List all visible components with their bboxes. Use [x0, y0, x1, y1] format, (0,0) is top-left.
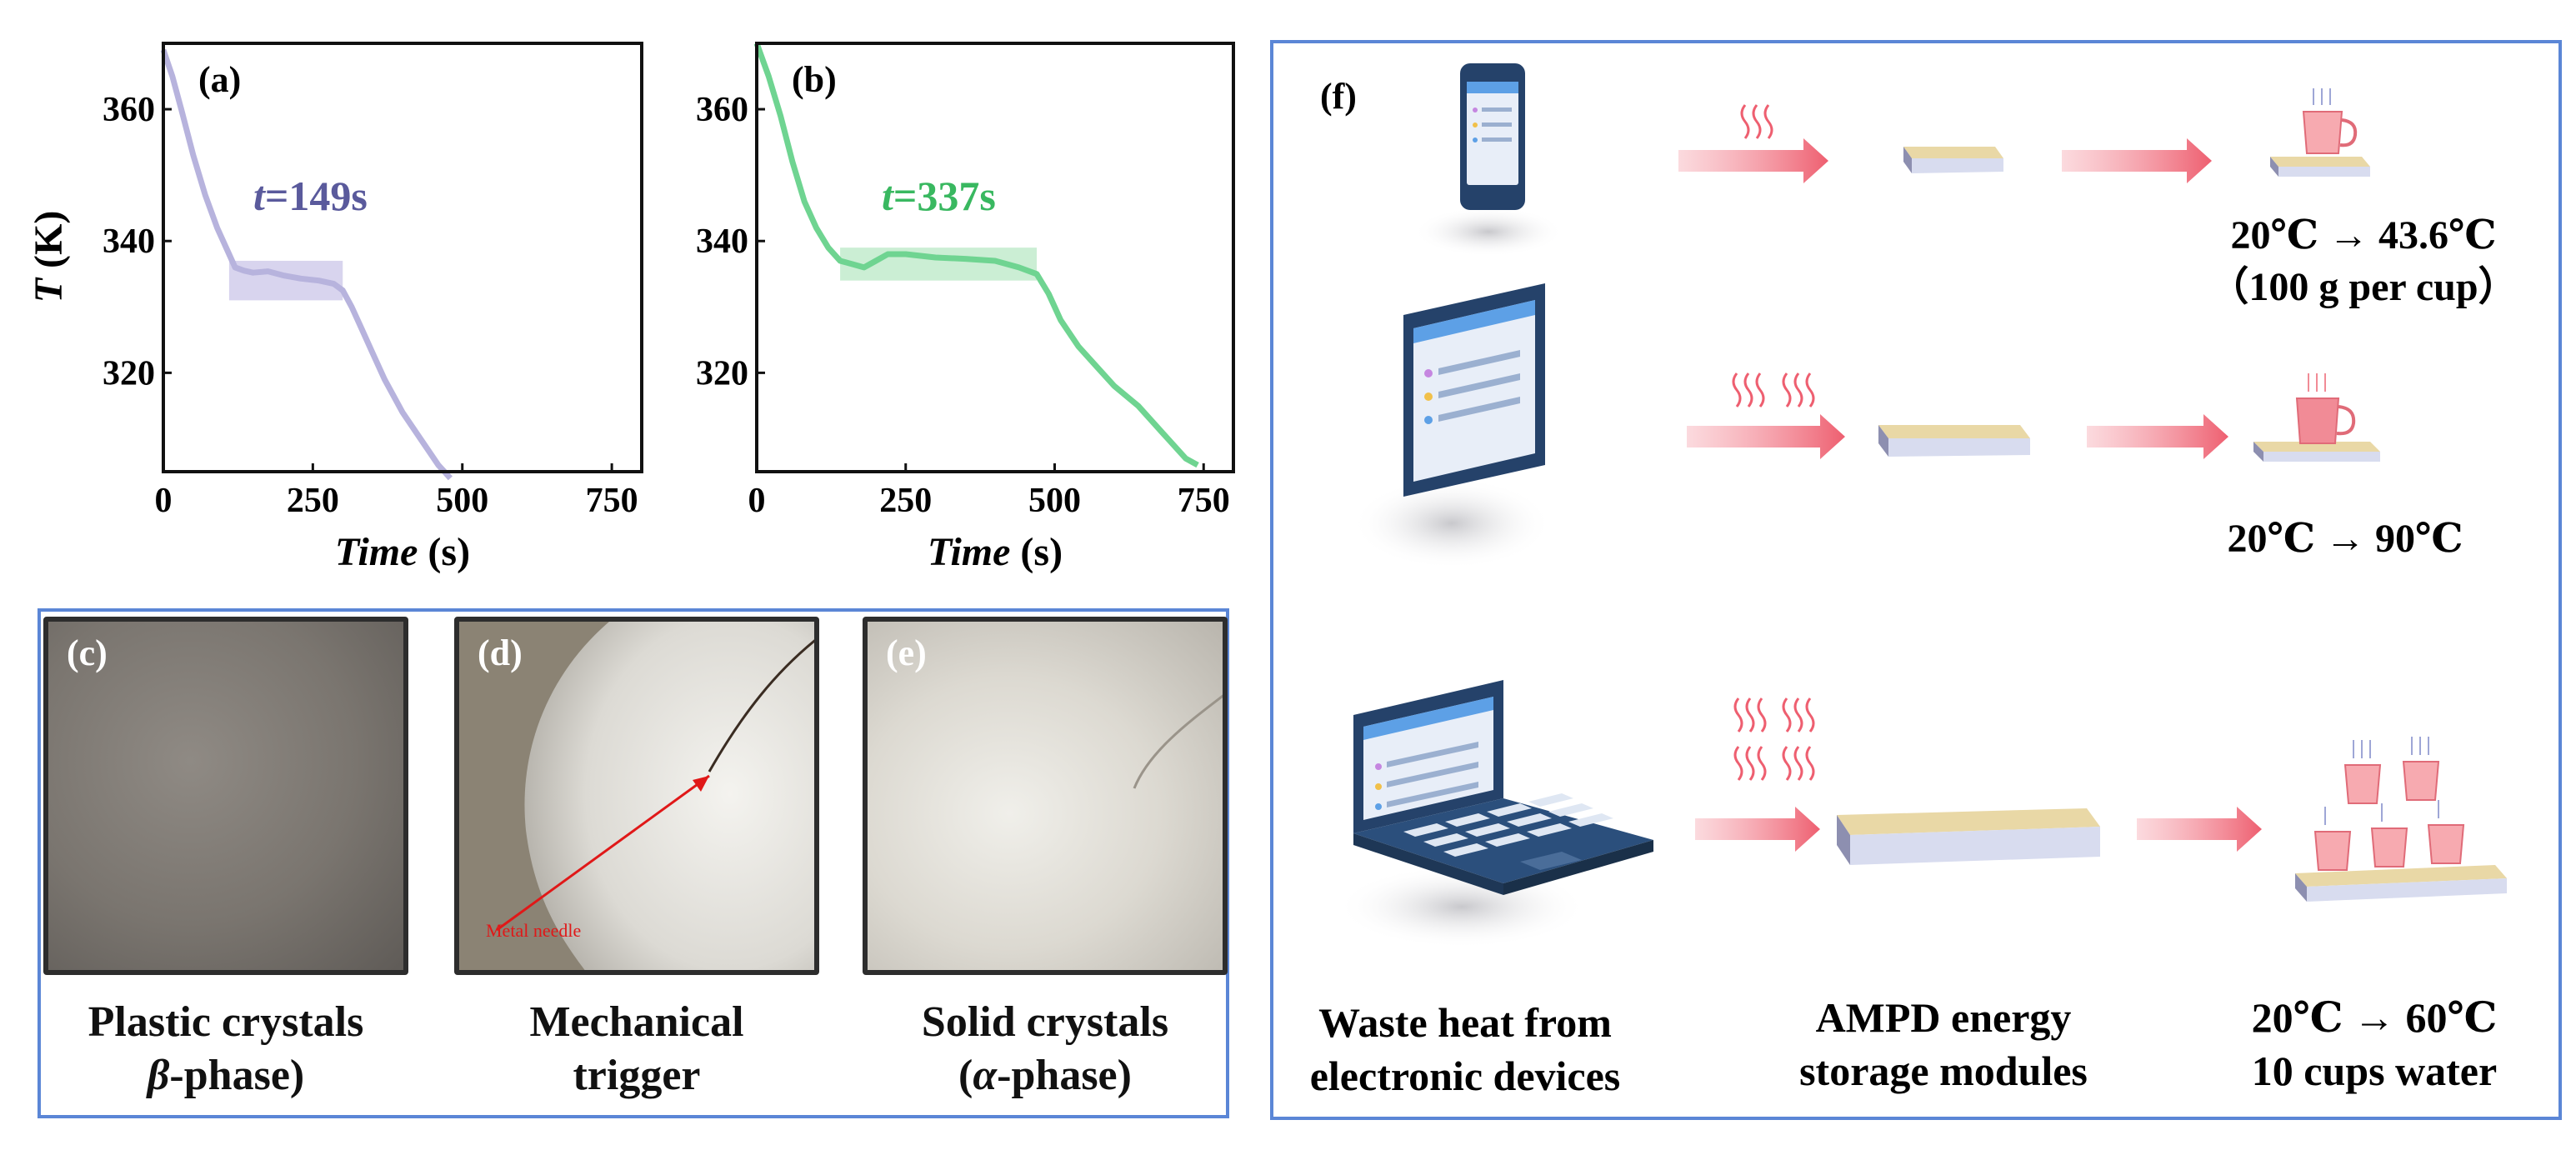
plot-frame: [162, 42, 643, 473]
x-tick-label: 0: [748, 482, 766, 520]
caption-e-line2: (α-phase): [958, 1052, 1132, 1099]
heat-wave-icon: [1740, 104, 1773, 139]
y-tick-label: 340: [103, 222, 155, 261]
y-tick-label: 320: [103, 354, 155, 392]
caption-module-line2: storage modules: [1799, 1048, 2088, 1094]
caption-result-line1: 20℃ → 60℃: [2252, 994, 2498, 1041]
heat-wave-icon: [1732, 372, 1815, 408]
caption-e: Solid crystals (α-phase): [863, 996, 1228, 1102]
plateau-time-annotation: t=337s: [882, 172, 996, 219]
series-line-0: [160, 48, 453, 481]
caption-d-line2: trigger: [573, 1052, 701, 1099]
energy-module-icon: [1903, 147, 2003, 173]
x-tick-label: 500: [436, 482, 488, 520]
caption-d: Mechanical trigger: [454, 996, 819, 1102]
panel-label: (b): [792, 59, 837, 100]
phone-shadow: [1413, 207, 1563, 257]
cup-icon: [2295, 737, 2507, 902]
arrow-icon: [2137, 807, 2262, 852]
caption-c-line1: Plastic crystals: [88, 998, 364, 1046]
x-axis-label: Time (s): [928, 530, 1063, 574]
arrow-icon: [1687, 414, 1845, 459]
chart-a-ylabel: T (K): [27, 211, 71, 303]
x-tick-label: 750: [586, 482, 638, 520]
phone-icon: [1460, 63, 1525, 210]
photo-e-label: (e): [886, 632, 927, 673]
x-tick-label: 250: [287, 482, 339, 520]
panel-f-frame: [1270, 40, 2562, 1120]
caption-source-line1: Waste heat from: [1318, 999, 1612, 1046]
needle-pointer-arrow: [496, 774, 710, 932]
photo-solid-crystals: (e): [863, 617, 1228, 975]
x-tick-label: 0: [155, 482, 173, 520]
x-tick-label: 250: [879, 482, 932, 520]
cup-icon: [2270, 88, 2370, 177]
arrow-icon: [1695, 807, 1820, 852]
caption-result-line2: 10 cups water: [2252, 1048, 2497, 1094]
arrow-icon: [2062, 138, 2212, 183]
row1-result-line1: 20℃ → 43.6℃: [2230, 213, 2496, 258]
panel-f-illustration: (f) 20℃ → 43.6℃ （100 g per cup）: [1310, 63, 2518, 1099]
metal-needle-label: Metal needle: [486, 920, 582, 941]
energy-module-icon: [1837, 808, 2100, 865]
x-tick-label: 750: [1178, 482, 1230, 520]
arrow-icon: [2087, 414, 2228, 459]
photo-mechanical-trigger: (d) Metal needle: [454, 617, 819, 975]
photo-d-label: (d): [478, 632, 523, 673]
plot-frame: [755, 42, 1235, 473]
row1-result-line2: （100 g per cup）: [2208, 265, 2518, 309]
arrow-icon: [1678, 138, 1828, 183]
caption-c-line2: β-phase): [147, 1052, 305, 1099]
plateau-time-annotation: t=149s: [253, 172, 368, 219]
cup-icon: [2253, 373, 2380, 462]
heat-wave-icon: [1733, 698, 1815, 781]
y-tick-label: 360: [696, 91, 748, 129]
caption-c: Plastic crystals β-phase): [43, 996, 408, 1102]
photo-panel-frame: [38, 608, 1229, 1118]
photo-c-label: (c): [67, 632, 108, 673]
caption-e-line1: Solid crystals: [921, 998, 1169, 1046]
tablet-icon: [1403, 283, 1545, 497]
panel-label: (a): [198, 59, 241, 100]
x-axis-label: Time (s): [335, 530, 470, 574]
y-tick-label: 320: [696, 354, 748, 392]
panel-f-label: (f): [1320, 76, 1357, 117]
series-line-0: [753, 42, 1199, 468]
row2-result: 20℃ → 90℃: [2227, 517, 2463, 561]
caption-source-line2: electronic devices: [1310, 1052, 1621, 1099]
photo-plastic-crystals: (c): [43, 617, 408, 975]
y-tick-label: 340: [696, 222, 748, 261]
tablet-shadow: [1352, 478, 1552, 569]
x-tick-label: 500: [1028, 482, 1081, 520]
caption-module-line1: AMPD energy: [1816, 994, 2072, 1041]
y-tick-label: 360: [103, 91, 155, 129]
caption-d-line1: Mechanical: [529, 998, 744, 1046]
energy-module-icon: [1878, 425, 2030, 457]
laptop-icon: [1353, 680, 1653, 895]
